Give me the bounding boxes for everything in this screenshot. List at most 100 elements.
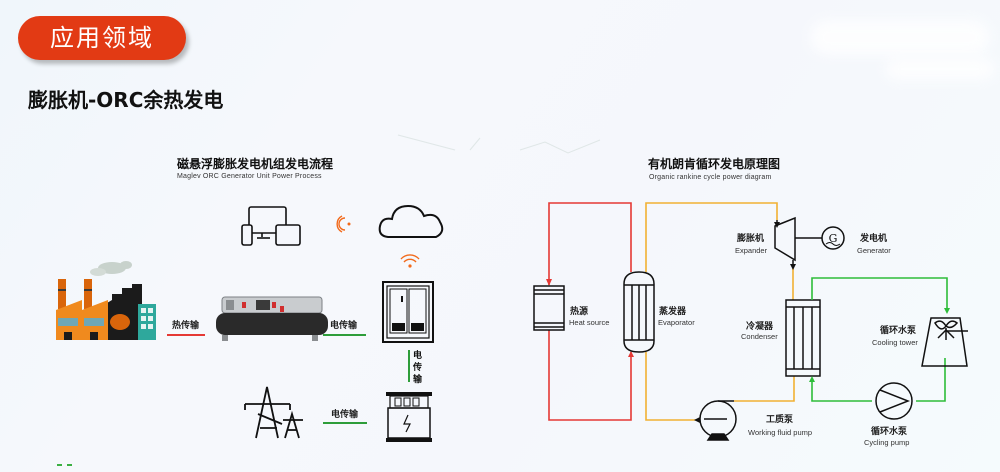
- monitoring-devices-icon-part: [241, 224, 253, 246]
- arrow-icon: [809, 376, 815, 382]
- factory-icon-part: [84, 289, 92, 291]
- working-fluid-line-part: [645, 352, 700, 421]
- evaporator-label: 蒸发器: [659, 307, 687, 317]
- heat-loop-line-part: [548, 202, 632, 285]
- switchgear-cabinet-icon-part: [382, 281, 434, 343]
- evaporator-label-en: Evaporator: [658, 318, 695, 327]
- transformer-icon-part: [394, 397, 402, 407]
- expander-label-en: Expander: [735, 246, 768, 255]
- wifi-signal-icon-part: [400, 254, 420, 260]
- decorative-mark: [67, 464, 72, 466]
- watermark-logo: [397, 134, 601, 154]
- cooling-water-line-part: [916, 358, 946, 402]
- transformer-icon-part: [403, 397, 411, 407]
- factory-icon-part: [58, 279, 66, 309]
- background-highlight: [810, 20, 990, 55]
- generator-label: 发电机: [860, 234, 888, 244]
- factory-icon: [56, 261, 156, 340]
- power-transfer-label: 电传输: [330, 321, 358, 331]
- expander-icon: [774, 216, 822, 266]
- cooling-tower-icon-part: [921, 317, 968, 367]
- cooling-water-line-part: [811, 277, 948, 310]
- transformer-icon-part: [386, 438, 432, 442]
- cooling-tower-label: 循环水泵: [880, 326, 917, 336]
- power-tower-icon-part: [284, 410, 300, 439]
- right-diagram-title: 有机朗肯循环发电原理图: [648, 157, 781, 171]
- heat-source-label-en: Heat source: [569, 318, 610, 327]
- factory-icon-part: [120, 261, 132, 269]
- factory-icon-part-part: [148, 324, 153, 329]
- cooling-tower-icon: [921, 317, 968, 367]
- factory-icon-part-part: [148, 308, 153, 313]
- factory-icon-part: [138, 304, 156, 340]
- switchgear-cabinet-icon-part: [401, 296, 403, 302]
- factory-icon-part: [90, 332, 98, 340]
- page-subtitle: 膨胀机-ORC余热发电: [28, 88, 224, 112]
- expander-label: 膨胀机: [737, 234, 765, 244]
- generator-icon-part: [825, 242, 841, 246]
- heat-loop-line: [548, 202, 632, 421]
- cooling-water-line-part: [811, 378, 872, 402]
- maglev-generator-unit-icon-part: [216, 313, 328, 335]
- watermark-logo-part: [397, 134, 601, 154]
- factory-icon-part: [110, 314, 130, 330]
- factory-icon-part: [84, 279, 92, 309]
- left-diagram-subtitle: Maglev ORC Generator Unit Power Process: [177, 173, 322, 180]
- switchgear-cabinet-icon: [382, 281, 434, 343]
- expander-icon-part: [774, 216, 796, 262]
- maglev-generator-unit-icon-part: [222, 335, 228, 341]
- wifi-signal-icon-part: [347, 222, 351, 226]
- arrow-icon: [694, 417, 700, 423]
- factory-icon-part: [64, 332, 72, 340]
- factory-icon-part: [58, 318, 78, 326]
- working-fluid-pump-label: 工质泵: [766, 415, 794, 425]
- factory-icon-part: [141, 308, 153, 329]
- cycling-pump-label: 循环水泵: [871, 427, 908, 437]
- maglev-generator-unit-icon-part: [256, 300, 270, 310]
- cycling-pump-icon-part: [879, 389, 911, 413]
- wifi-signal-icon: [336, 215, 351, 233]
- right-diagram-subtitle: Organic rankine cycle power diagram: [649, 174, 772, 181]
- working-fluid-line-part: [645, 202, 778, 272]
- condenser-label-en: Condenser: [741, 332, 778, 341]
- power-transfer-label: 电传输: [331, 410, 359, 420]
- transformer-icon: [386, 392, 432, 442]
- wifi-signal-icon-part: [408, 264, 412, 268]
- cooling-tower-icon-part: [934, 320, 959, 330]
- wifi-signal-icon-part: [336, 215, 343, 233]
- heat-source-icon-part: [533, 285, 565, 331]
- factory-icon-part-part: [141, 324, 146, 329]
- heat-source-label: 热源: [570, 307, 589, 317]
- working-fluid-line: [645, 202, 795, 421]
- generator-symbol: G: [829, 232, 838, 245]
- maglev-generator-unit-icon-part: [312, 335, 318, 341]
- transformer-icon-part: [387, 407, 431, 439]
- cooling-tower-icon-part: [937, 329, 947, 339]
- power-tower-icon-part: [257, 413, 283, 425]
- working-fluid-line-part: [734, 376, 795, 402]
- factory-icon-part-part: [141, 316, 146, 321]
- background-highlight: [885, 58, 995, 80]
- maglev-generator-unit-icon-part: [280, 306, 284, 312]
- factory-icon-part: [84, 318, 104, 326]
- wifi-signal-icon-part: [403, 258, 417, 263]
- condenser-icon-part: [785, 299, 821, 377]
- switchgear-cabinet-icon-part: [411, 323, 424, 331]
- cycling-pump-icon-part: [875, 382, 913, 420]
- arrow-icon: [546, 279, 552, 286]
- evaporator-icon-part: [623, 271, 655, 353]
- transformer-icon-part: [386, 392, 432, 396]
- monitoring-devices-icon-part: [248, 206, 287, 234]
- generator-label-en: Generator: [857, 246, 891, 255]
- power-tower-icon: [244, 386, 303, 439]
- cooling-tower-label-en: Cooling tower: [872, 338, 918, 347]
- maglev-generator-unit-icon: [216, 296, 328, 341]
- cycling-pump-label-en: Cycling pump: [864, 438, 910, 447]
- maglev-generator-unit-icon-part: [242, 302, 246, 308]
- condenser-icon: [785, 299, 821, 377]
- factory-icon-part-part: [148, 316, 153, 321]
- working-fluid-pump-icon-part: [706, 433, 730, 441]
- maglev-generator-unit-icon-part: [226, 300, 234, 310]
- power-transfer-vertical-label: 电传输: [413, 351, 423, 385]
